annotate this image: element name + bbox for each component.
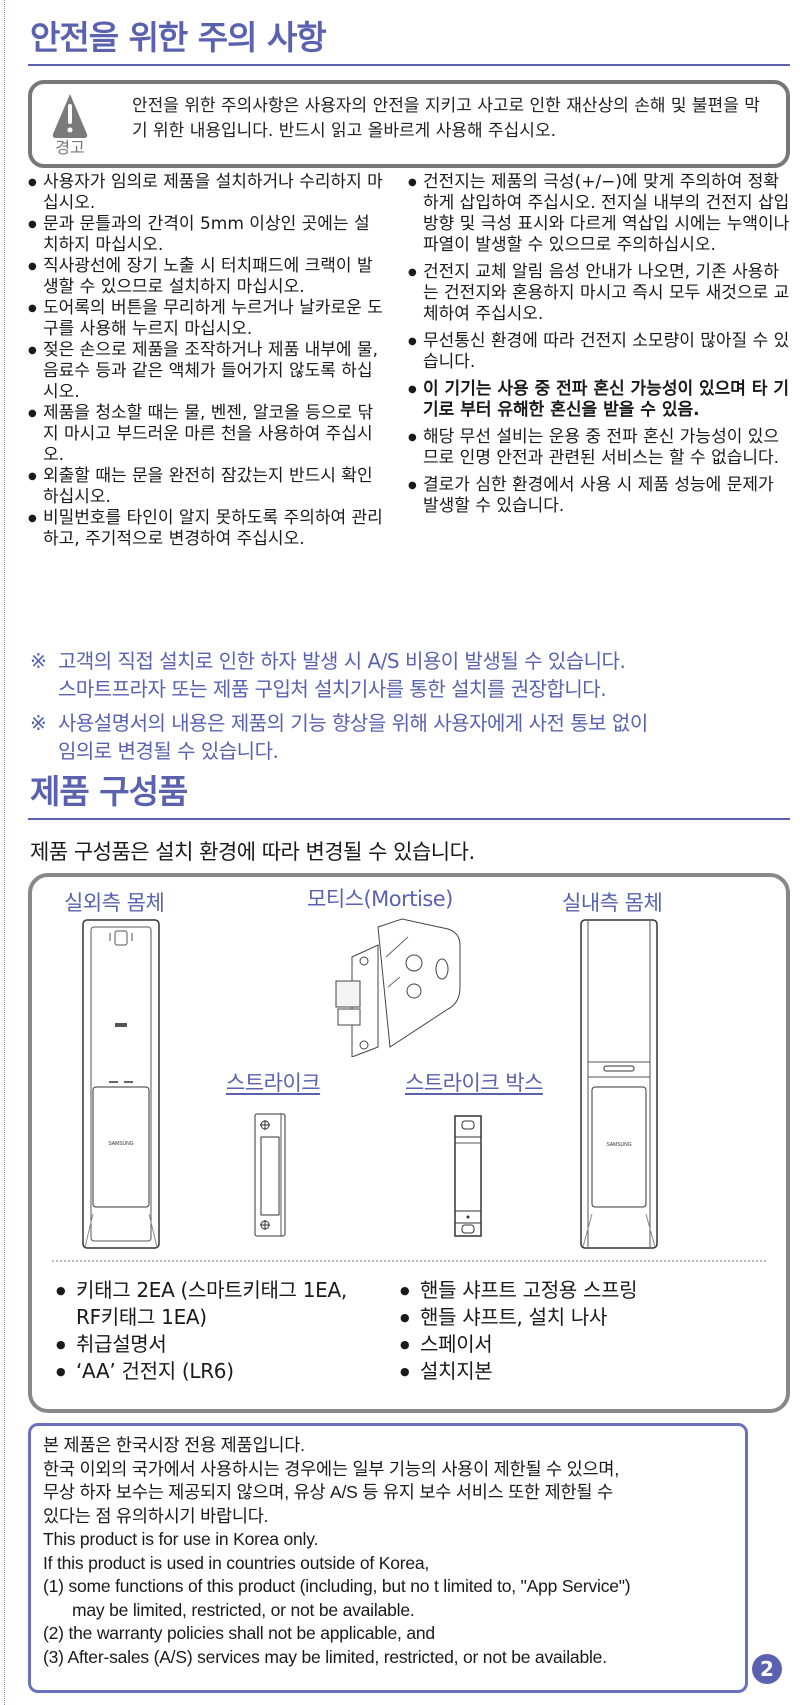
label-mortise: 모티스(Mortise) (307, 887, 453, 911)
component-item: ‘AA’ 건전지 (LR6) (56, 1358, 406, 1385)
safety-item: 결로가 심한 환경에서 사용 시 제품 성능에 문제가 발생할 수 있습니다. (408, 475, 793, 517)
component-item: 키태그 2EA (스마트키태그 1EA,RF키태그 1EA) (56, 1277, 406, 1331)
notice-notes: ※ 고객의 직접 설치로 인한 하자 발생 시 A/S 비용이 발생될 수 있습… (30, 647, 790, 771)
svg-text:SAMSUNG: SAMSUNG (108, 1141, 133, 1147)
indoor-body-image: SAMSUNG (580, 919, 658, 1249)
safety-item: 제품을 청소할 때는 물, 벤젠, 알코올 등으로 닦지 마시고 부드러운 마른… (28, 403, 383, 466)
label-outdoor-body: 실외측 몸체 (64, 891, 165, 915)
components-list-left: 키태그 2EA (스마트키태그 1EA,RF키태그 1EA) 취급설명서 ‘AA… (56, 1277, 406, 1385)
safety-item: 직사광선에 장기 노출 시 터치패드에 크랙이 발생할 수 있으므로 설치하지 … (28, 256, 383, 298)
safety-section-title: 안전을 위한 주의 사항 (30, 18, 327, 57)
label-strike: 스트라이크 (226, 1071, 321, 1095)
svg-text:SAMSUNG: SAMSUNG (606, 1142, 631, 1148)
safety-item: 사용자가 임의로 제품을 설치하거나 수리하지 마십시오. (28, 172, 383, 214)
note-item: ※ 고객의 직접 설치로 인한 하자 발생 시 A/S 비용이 발생될 수 있습… (30, 649, 626, 701)
safety-item: 건전지는 제품의 극성(+/−)에 맞게 주의하여 정확하게 삽입하여 주십시오… (408, 172, 793, 256)
note-item: ※ 사용설명서의 내용은 제품의 기능 향상을 위해 사용자에게 사전 통보 없… (30, 711, 648, 763)
components-box: 실외측 몸체 모티스(Mortise) 실내측 몸체 스트라이크 스트라이크 박… (28, 873, 790, 1413)
korea-only-notice: 본 제품은 한국시장 전용 제품입니다. 한국 이외의 국가에서 사용하시는 경… (28, 1423, 748, 1693)
safety-list-left: 사용자가 임의로 제품을 설치하거나 수리하지 마십시오. 문과 문틀과의 간격… (28, 172, 383, 550)
components-list-right: 핸들 샤프트 고정용 스프링 핸들 샤프트, 설치 나사 스페이서 설치지본 (400, 1277, 760, 1385)
title-rule (28, 818, 790, 820)
safety-item: 젖은 손으로 제품을 조작하거나 제품 내부에 물, 음료수 등과 같은 액체가… (28, 340, 383, 403)
component-item: 취급설명서 (56, 1331, 406, 1358)
warning-text: 안전을 위한 주의사항은 사용자의 안전을 지키고 사고로 인한 재산상의 손해… (132, 96, 760, 141)
outdoor-body-image: SAMSUNG (82, 919, 160, 1249)
components-subtitle: 제품 구성품은 설치 환경에 따라 변경될 수 있습니다. (30, 840, 475, 864)
safety-item: 해당 무선 설비는 운용 중 전파 혼신 가능성이 있으므로 인명 안전과 관련… (408, 427, 793, 469)
safety-item-emphasis: 이 기기는 사용 중 전파 혼신 가능성이 있으며 타 기기로 부터 유해한 혼… (408, 379, 793, 421)
label-strike-box: 스트라이크 박스 (405, 1071, 543, 1095)
safety-item: 문과 문틀과의 간격이 5mm 이상인 곳에는 설치하지 마십시오. (28, 214, 383, 256)
safety-item: 건전지 교체 알림 음성 안내가 나오면, 기존 사용하는 건전지와 혼용하지 … (408, 262, 793, 325)
component-item: 설치지본 (400, 1358, 760, 1385)
dotted-separator (52, 1260, 766, 1262)
page-number-badge: 2 (752, 1654, 782, 1684)
reference-mark-icon: ※ (30, 649, 47, 673)
strike-box-image (454, 1115, 482, 1237)
safety-list-right: 건전지는 제품의 극성(+/−)에 맞게 주의하여 정확하게 삽입하여 주십시오… (408, 172, 793, 517)
warning-box: 경고 안전을 위한 주의사항은 사용자의 안전을 지키고 사고로 인한 재산상의… (28, 80, 790, 168)
label-indoor-body: 실내측 몸체 (562, 891, 663, 915)
page-margin-guide (4, 0, 5, 1705)
components-section-title: 제품 구성품 (30, 772, 188, 811)
title-rule (28, 64, 790, 66)
component-item: 핸들 샤프트 고정용 스프링 (400, 1277, 760, 1304)
warning-label: 경고 (55, 138, 85, 157)
mortise-image (335, 918, 461, 1057)
safety-item: 외출할 때는 문을 완전히 잠갔는지 반드시 확인하십시오. (28, 466, 383, 508)
warning-triangle-icon (52, 94, 88, 138)
safety-item: 무선통신 환경에 따라 건전지 소모량이 많아질 수 있습니다. (408, 331, 793, 373)
reference-mark-icon: ※ (30, 711, 47, 735)
safety-item: 비밀번호를 타인이 알지 못하도록 주의하여 관리하고, 주기적으로 변경하여 … (28, 508, 383, 550)
strike-image (254, 1113, 286, 1237)
component-item: 핸들 샤프트, 설치 나사 (400, 1304, 760, 1331)
safety-item: 도어록의 버튼을 무리하게 누르거나 날카로운 도구를 사용해 누르지 마십시오… (28, 298, 383, 340)
component-item: 스페이서 (400, 1331, 760, 1358)
